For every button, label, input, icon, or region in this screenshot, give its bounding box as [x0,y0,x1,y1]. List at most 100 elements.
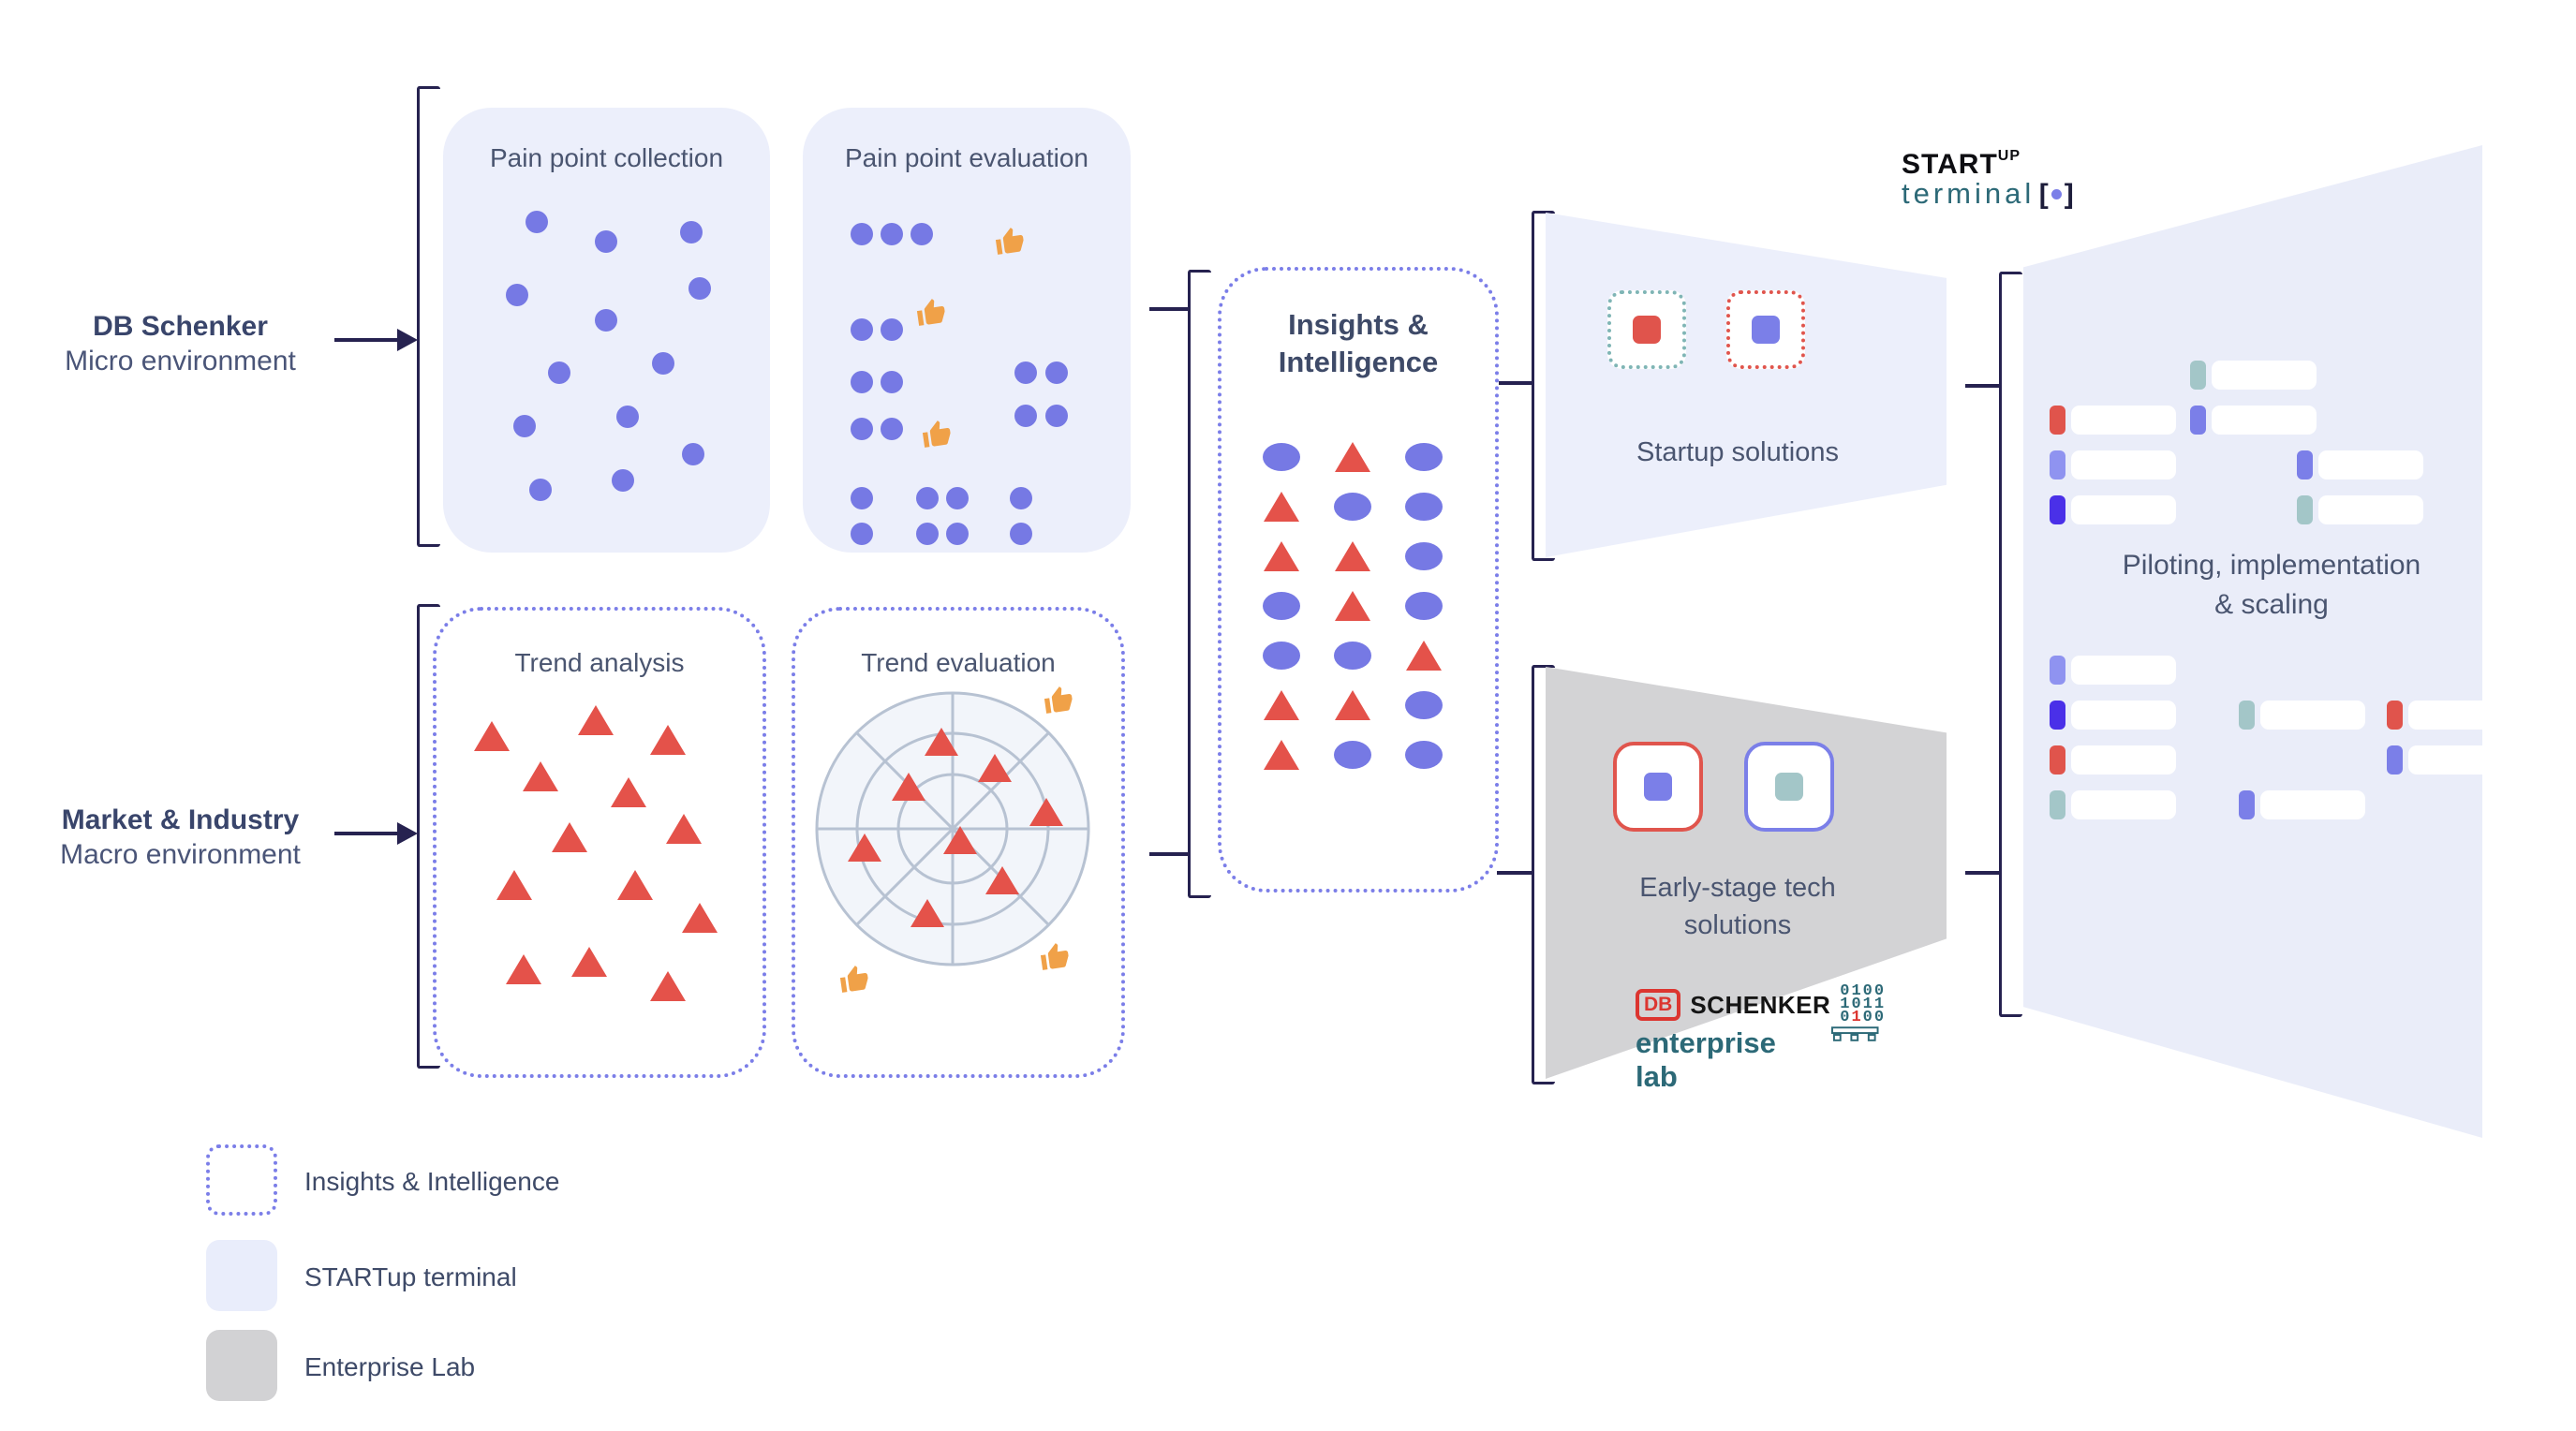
pilot-item-pill [2239,790,2255,819]
legend-swatch-insights [206,1144,277,1216]
legend-label-insights: Insights & Intelligence [304,1167,560,1196]
evaluated-pain-point-dot [851,418,873,440]
early-stage-tech-label: Early-stage tech solutions [1639,873,1836,940]
pilot-item-bar [2071,495,2176,524]
pain-point-dot [529,479,552,501]
evaluated-pain-point-dot [851,318,873,341]
evaluated-trend-triangle [985,865,1019,894]
insight-ellipse [1334,741,1371,769]
thumbs-up-icon [1044,686,1073,714]
pilot-item-bar [2318,450,2423,479]
connector-micro-to-insights [1149,307,1188,311]
evaluated-pain-point-dot [1010,487,1032,509]
evaluated-pain-point-dot [851,371,873,393]
thumbs-up-icon [839,966,868,993]
insight-triangle [1335,690,1370,720]
trend-analysis-title: Trend analysis [514,648,685,677]
insight-triangle [1264,690,1299,720]
pilot-item-bar [2071,701,2176,730]
evaluated-pain-point-dot [910,223,933,245]
thumbs-up-icon [922,420,951,448]
solution-chip-purple [1644,773,1672,801]
insight-ellipse [1405,741,1443,769]
evaluated-trend-triangle [847,833,881,862]
insight-ellipse [1405,443,1443,471]
piloting-bracket [1999,272,2022,1017]
thumbs-up-icon [1040,943,1069,970]
evaluated-trend-triangle [1029,797,1063,826]
pilot-item-pill [2050,495,2065,524]
pilot-item-bar [2071,745,2176,775]
solution-card [1726,290,1805,369]
enterprise-bracket [1532,665,1555,1084]
pain-point-evaluation-panel: Pain point evaluation [803,108,1131,553]
pilot-item-pill [2387,745,2403,775]
insight-ellipse [1405,493,1443,521]
logo-terminal-dot [2050,189,2062,199]
micro-title: DB Schenker [93,311,268,342]
pallet-icon [1831,1026,1879,1041]
solution-card [1613,742,1703,832]
pilot-item-pill [2050,790,2065,819]
macro-arrow-head [397,822,418,845]
pain-point-dot [506,284,528,306]
pilot-item-pill [2050,450,2065,479]
evaluated-trend-triangle [891,772,925,801]
thumbs-up-icon [995,228,1024,255]
insight-ellipse [1263,443,1300,471]
evaluated-pain-point-dot [851,523,873,545]
pain-point-dot [548,361,570,384]
pilot-item-bar [2318,495,2423,524]
evaluated-pain-point-dot [881,318,903,341]
evaluated-pain-point-dot [1045,405,1068,427]
pain-point-dot [595,230,617,253]
micro-arrow-line [334,338,398,342]
insight-triangle [1335,541,1370,571]
insight-ellipse [1405,691,1443,719]
trend-triangle [682,903,718,933]
pilot-item-bar [2408,701,2513,730]
pilot-item-bar [2408,745,2513,775]
insight-ellipse [1405,542,1443,570]
schenker-logo-text: SCHENKER [1690,990,1831,1019]
insight-ellipse [1334,493,1371,521]
macro-environment-label: Market & Industry Macro environment [37,803,323,872]
pilot-item-bar [2071,450,2176,479]
evaluated-pain-point-dot [851,223,873,245]
logo-up-text: UP [1997,148,2021,164]
logo-terminal-text: terminal [1902,177,2036,210]
trend-triangle [571,947,607,977]
pilot-item-bar [2260,701,2365,730]
pilot-item-pill [2239,701,2255,730]
pilot-item-pill [2190,406,2206,435]
startup-solutions-funnel [1546,213,1947,557]
pilot-item-bar [2071,406,2176,435]
connector-startup-to-piloting [1965,384,1999,388]
trend-triangle [474,721,510,751]
micro-subtitle: Micro environment [65,346,296,376]
trend-triangle [506,954,541,984]
pain-point-dot [616,406,639,428]
insight-ellipse [1405,592,1443,620]
insight-ellipse [1263,592,1300,620]
insights-intelligence-title: Insights & Intelligence [1278,308,1439,378]
evaluated-pain-point-dot [1045,361,1068,384]
pilot-item-pill [2297,495,2313,524]
evaluated-pain-point-dot [916,487,939,509]
insight-triangle [1264,740,1299,770]
pilot-item-bar [2260,790,2365,819]
pain-point-dot [513,415,536,437]
evaluated-pain-point-dot [851,487,873,509]
evaluated-trend-triangle [910,898,944,927]
connector-enterprise-to-piloting [1965,871,1999,875]
trend-evaluation-title: Trend evaluation [861,648,1056,677]
insights-intelligence-panel: Insights & Intelligence [1218,267,1499,893]
pilot-item-pill [2050,656,2065,685]
trend-analysis-panel: Trend analysis [433,607,766,1078]
trend-triangle [523,761,558,791]
solution-chip-purple [1752,316,1780,344]
insight-ellipse [1263,642,1300,670]
evaluated-pain-point-dot [881,371,903,393]
trend-triangle [617,870,653,900]
evaluated-trend-triangle [924,727,958,756]
